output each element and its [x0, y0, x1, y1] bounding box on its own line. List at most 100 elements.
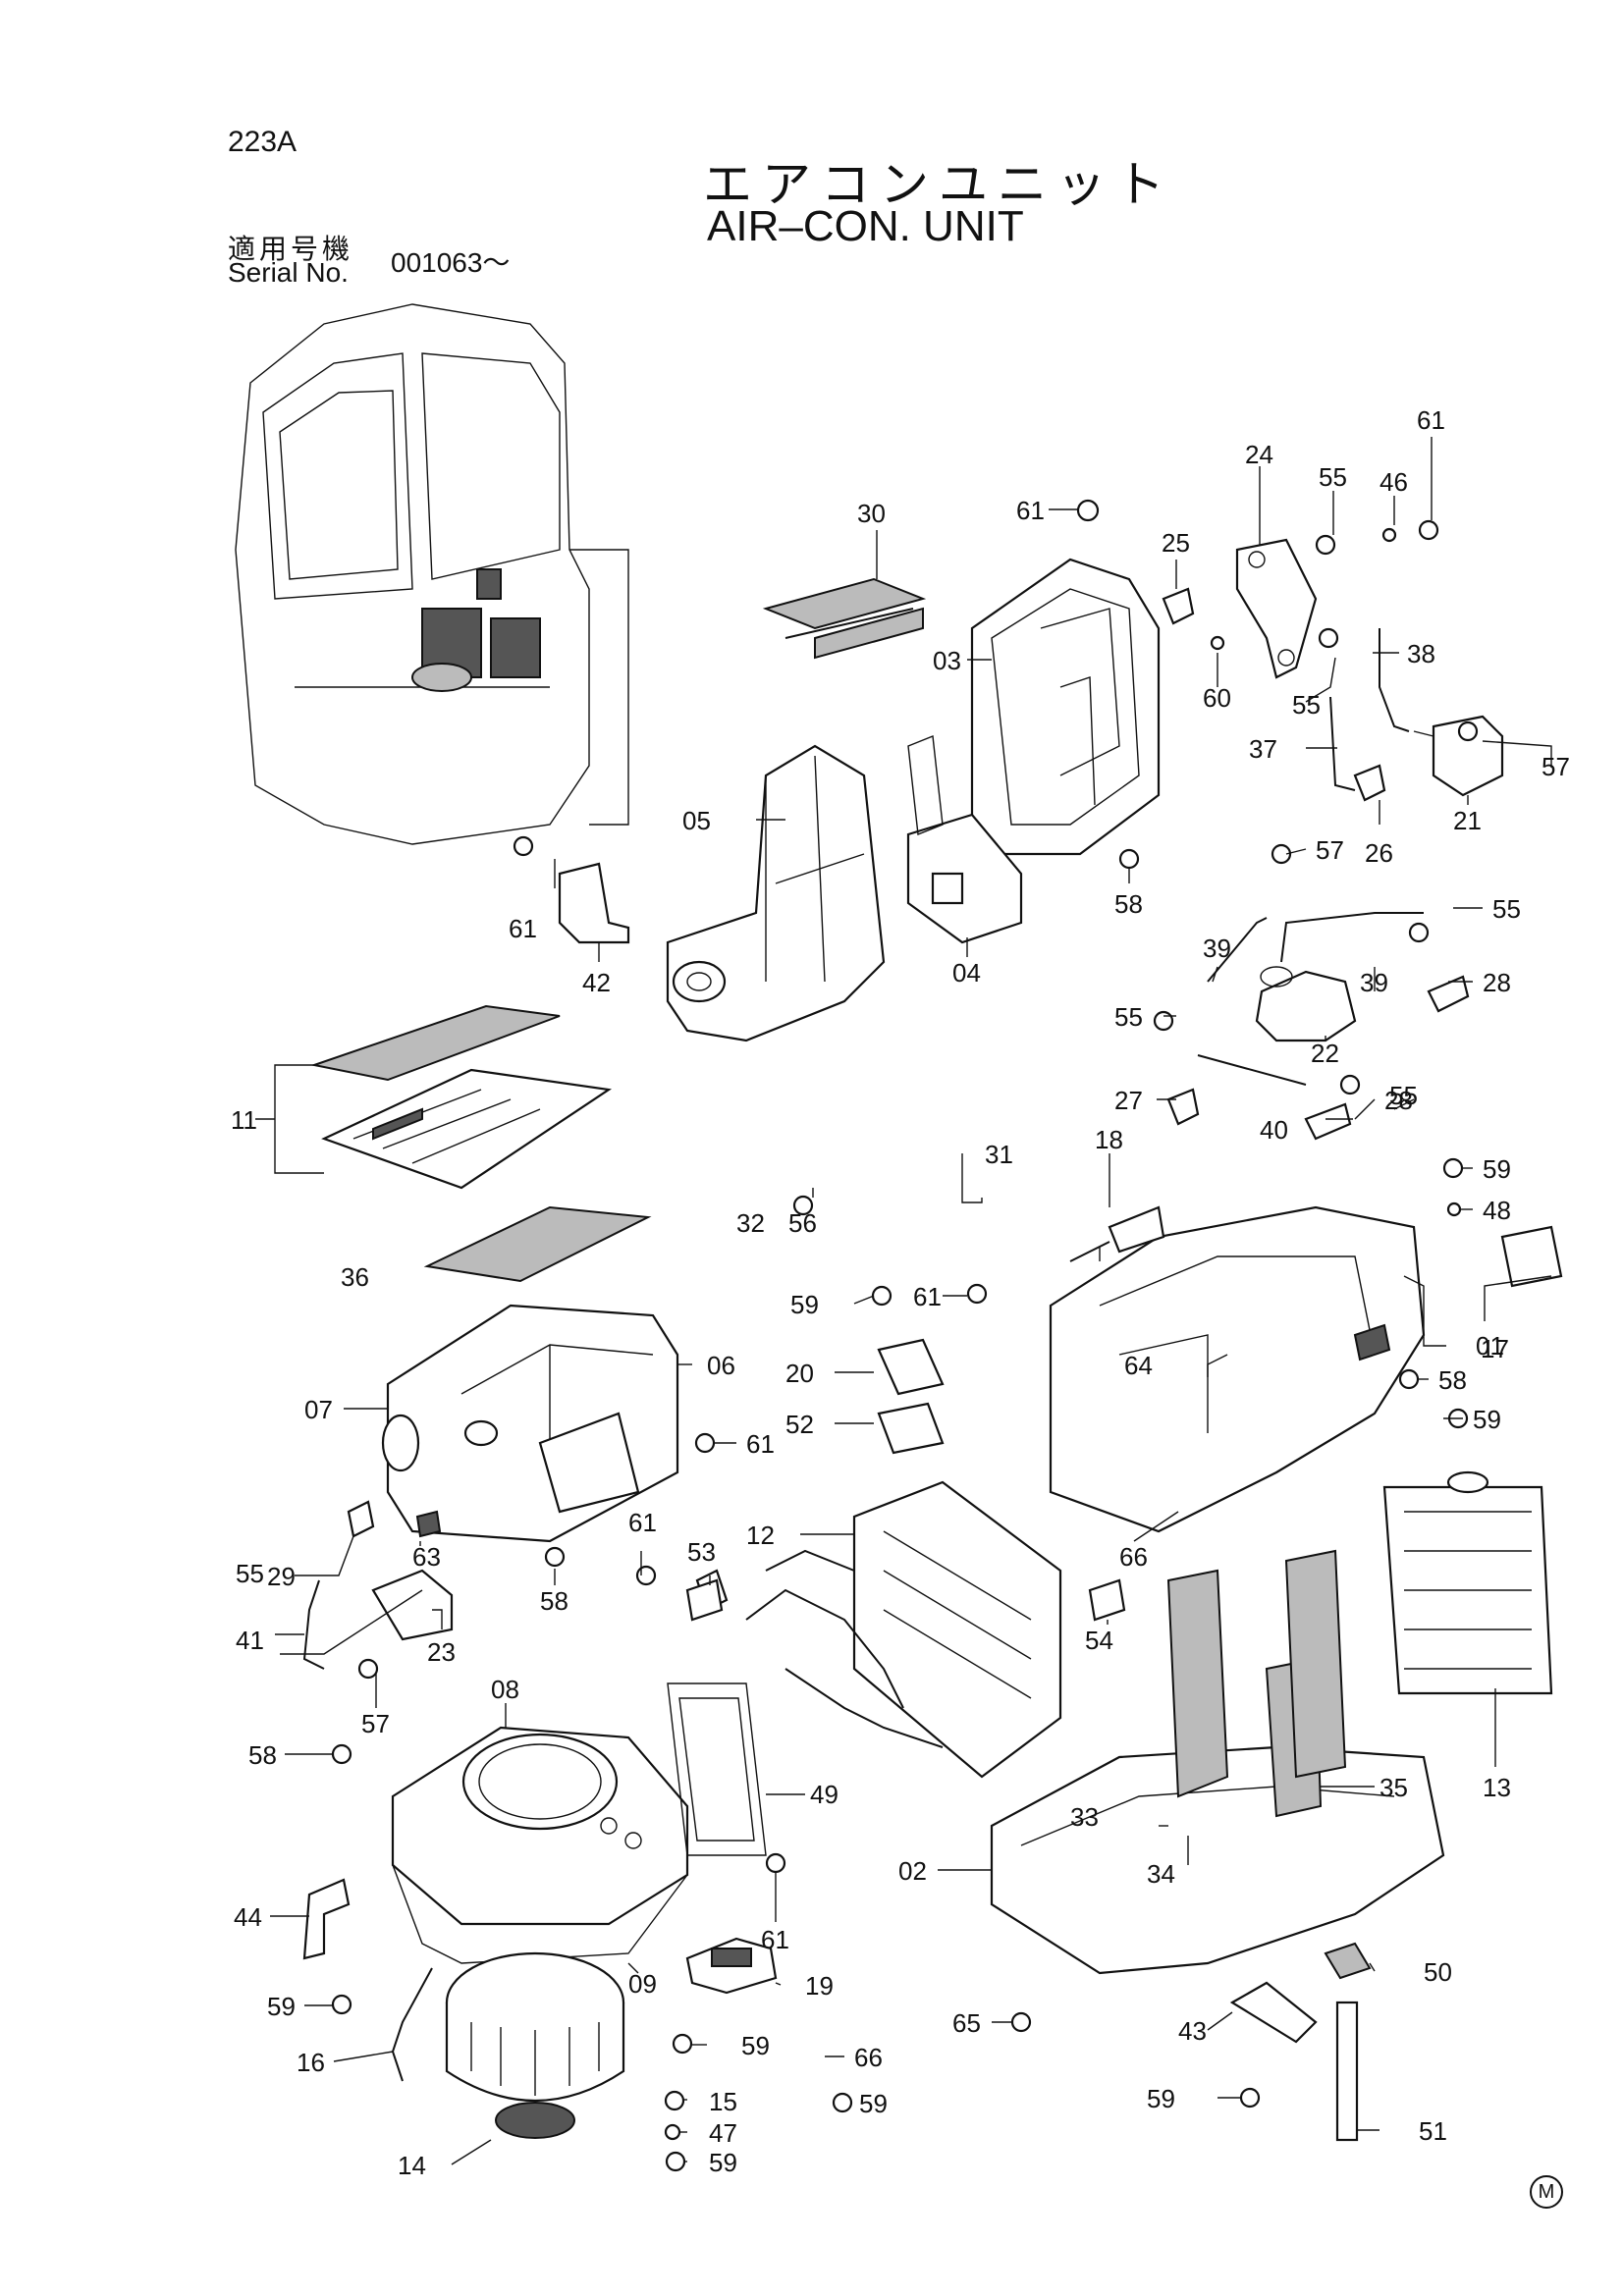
callout-59: 59: [1147, 2084, 1175, 2113]
callout-05: 05: [682, 806, 711, 835]
callout-42: 42: [582, 968, 611, 997]
callout-39: 39: [1360, 968, 1388, 997]
callout-54: 54: [1085, 1626, 1113, 1655]
callout-50: 50: [1424, 1957, 1452, 1987]
clips-27-28: [1166, 975, 1470, 1141]
callout-57: 57: [361, 1709, 390, 1738]
filter-11: [310, 1004, 613, 1190]
callout-61: 61: [509, 914, 537, 943]
callout-55: 55: [236, 1559, 264, 1588]
callout-28: 28: [1384, 1086, 1413, 1115]
rod-37-38: [1329, 628, 1410, 791]
callout-48: 48: [1483, 1196, 1511, 1225]
filter-36: [423, 1205, 652, 1283]
callout-36: 36: [341, 1262, 369, 1292]
callout-59: 59: [1473, 1405, 1501, 1434]
callout-59: 59: [790, 1290, 819, 1319]
callout-59: 59: [859, 2089, 888, 2118]
rod-39-40: [1197, 912, 1424, 1086]
callout-58: 58: [540, 1586, 568, 1616]
callout-44: 44: [234, 1902, 262, 1932]
callout-34: 34: [1147, 1859, 1175, 1889]
callout-61: 61: [1016, 496, 1045, 525]
callout-18: 18: [1095, 1125, 1123, 1154]
title-english: AIR–CON. UNIT: [707, 202, 1024, 250]
callout-61: 61: [628, 1508, 657, 1537]
callout-19: 19: [805, 1971, 834, 2001]
callout-29: 29: [267, 1562, 296, 1591]
callout-16: 16: [297, 2048, 325, 2077]
blower-case-08-09: [391, 1726, 689, 1964]
callout-04: 04: [952, 958, 981, 988]
links-29-41: [302, 1500, 454, 1670]
callout-43: 43: [1178, 2016, 1207, 2046]
drain-hose-51-50: [1324, 1942, 1372, 2142]
ducts-33-35: [1166, 1549, 1347, 1818]
callout-56: 56: [788, 1208, 817, 1238]
brackets-42-44: [302, 862, 630, 1960]
callout-41: 41: [236, 1626, 264, 1655]
callout-63: 63: [412, 1542, 441, 1572]
callout-22: 22: [1311, 1039, 1339, 1068]
actuator-22: [1255, 966, 1357, 1042]
callout-26: 26: [1365, 838, 1393, 868]
m-mark: M: [1530, 2175, 1563, 2209]
callout-17: 17: [1481, 1334, 1509, 1363]
callout-23: 23: [427, 1637, 456, 1667]
case-06-07: [381, 1304, 679, 1543]
callout-66: 66: [1119, 1542, 1148, 1572]
unit-case-01: [1049, 1205, 1426, 1533]
callout-59: 59: [709, 2148, 737, 2177]
callout-07: 07: [304, 1395, 333, 1424]
callout-40: 40: [1260, 1115, 1288, 1145]
callout-25: 25: [1162, 528, 1190, 558]
callout-32: 32: [736, 1208, 765, 1238]
serial-number-value: 001063～: [391, 247, 511, 278]
callout-55: 55: [1114, 1002, 1143, 1032]
callout-49: 49: [810, 1780, 839, 1809]
callout-02: 02: [898, 1856, 927, 1886]
clip-25: [1162, 587, 1195, 625]
callout-46: 46: [1380, 467, 1408, 497]
serial-label-japanese: 適用号機: [228, 233, 354, 265]
lever-bracket-24: [1235, 538, 1318, 679]
callout-59: 59: [741, 2031, 770, 2060]
callout-08: 08: [491, 1675, 519, 1704]
callout-57: 57: [1316, 835, 1344, 865]
callout-12: 12: [746, 1521, 775, 1550]
callout-31: 31: [985, 1140, 1013, 1169]
callout-15: 15: [709, 2087, 737, 2116]
actuator-21: [1413, 715, 1504, 797]
callout-66: 66: [854, 2043, 883, 2072]
callout-33: 33: [1070, 1802, 1099, 1832]
callout-57: 57: [1542, 752, 1570, 781]
upper-housing: [970, 558, 1161, 856]
callout-61: 61: [913, 1282, 942, 1311]
callout-24: 24: [1245, 440, 1273, 469]
callout-65: 65: [952, 2008, 981, 2038]
connector-54: [1088, 1578, 1126, 1622]
callout-14: 14: [398, 2151, 426, 2180]
bracket-43: [1229, 1981, 1318, 2044]
cab-location-sketch: [235, 303, 629, 845]
callout-60: 60: [1203, 683, 1231, 713]
callout-27: 27: [1114, 1086, 1143, 1115]
callout-58: 58: [1438, 1365, 1467, 1395]
callout-53: 53: [687, 1537, 716, 1567]
callout-30: 30: [857, 499, 886, 528]
callout-55: 55: [1319, 462, 1347, 492]
callout-59: 59: [1483, 1154, 1511, 1184]
resistor-19-20-52: [685, 1338, 945, 1995]
blower-motor-14: [391, 1951, 625, 2139]
relay-17-18: [1069, 1205, 1563, 1288]
damper-assembly-05: [666, 744, 886, 1042]
callout-52: 52: [785, 1410, 814, 1439]
callout-55: 55: [1292, 690, 1321, 720]
callout-61: 61: [1417, 405, 1445, 435]
callout-13: 13: [1483, 1773, 1511, 1802]
callout-59: 59: [267, 1992, 296, 2021]
callout-37: 37: [1249, 734, 1277, 764]
callout-21: 21: [1453, 806, 1482, 835]
fasteners: [331, 499, 1479, 2172]
